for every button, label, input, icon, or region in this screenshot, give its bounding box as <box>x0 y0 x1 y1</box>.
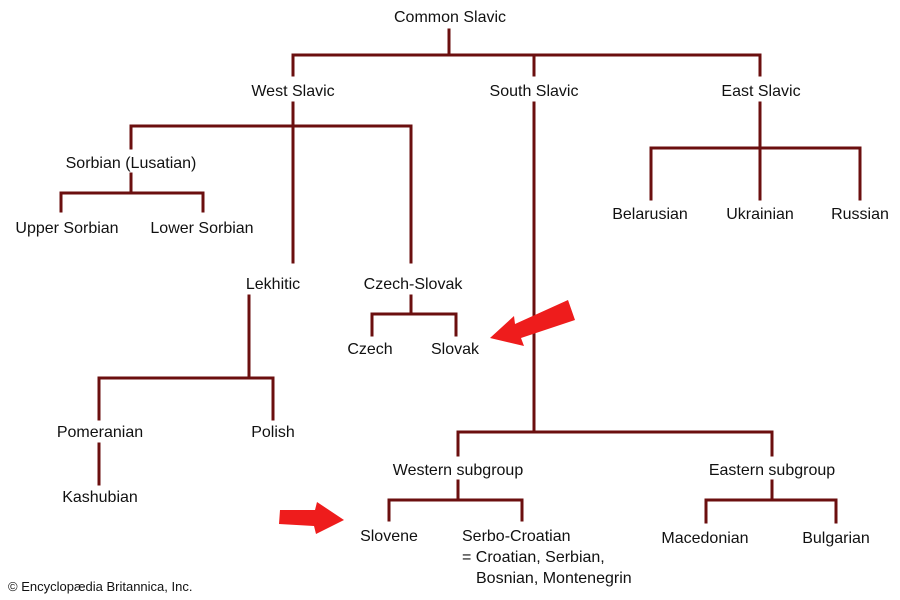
serbo-croatian-label: Serbo-Croatian <box>462 528 571 545</box>
macedonian-label: Macedonian <box>661 530 748 547</box>
czech-slovak-label: Czech-Slovak <box>364 276 464 293</box>
common-slavic-label: Common Slavic <box>394 9 506 26</box>
western-subgroup-label: Western subgroup <box>393 462 524 479</box>
slovene-label: Slovene <box>360 528 418 545</box>
czech-label: Czech <box>347 341 392 358</box>
east-slavic-label: East Slavic <box>721 83 800 100</box>
polish-label: Polish <box>251 424 295 441</box>
sorbian-label: Sorbian (Lusatian) <box>66 155 197 172</box>
south-slavic-label: South Slavic <box>490 83 579 100</box>
lower-sorbian-label: Lower Sorbian <box>150 220 253 237</box>
pomeranian-label: Pomeranian <box>57 424 143 441</box>
bulgarian-label: Bulgarian <box>802 530 870 547</box>
copyright-credit: © Encyclopædia Britannica, Inc. <box>8 579 192 594</box>
serbo-croatian-note: = Croatian, Serbian, <box>462 549 605 566</box>
west-slavic-label: West Slavic <box>251 83 334 100</box>
belarusian-label: Belarusian <box>612 206 688 223</box>
tree-connectors <box>59 28 862 524</box>
slovak-label: Slovak <box>431 341 480 358</box>
russian-label: Russian <box>831 206 889 223</box>
red-arrow-icon <box>279 502 344 534</box>
serbo-croatian-note: Bosnian, Montenegrin <box>476 570 632 587</box>
ukrainian-label: Ukrainian <box>726 206 794 223</box>
upper-sorbian-label: Upper Sorbian <box>15 220 118 237</box>
eastern-subgroup-label: Eastern subgroup <box>709 462 835 479</box>
lekhitic-label: Lekhitic <box>246 276 300 293</box>
tree-labels: Common Slavic West Slavic South Slavic E… <box>8 9 889 594</box>
kashubian-label: Kashubian <box>62 489 138 506</box>
highlight-arrows <box>279 300 575 534</box>
red-arrow-icon <box>490 300 575 346</box>
